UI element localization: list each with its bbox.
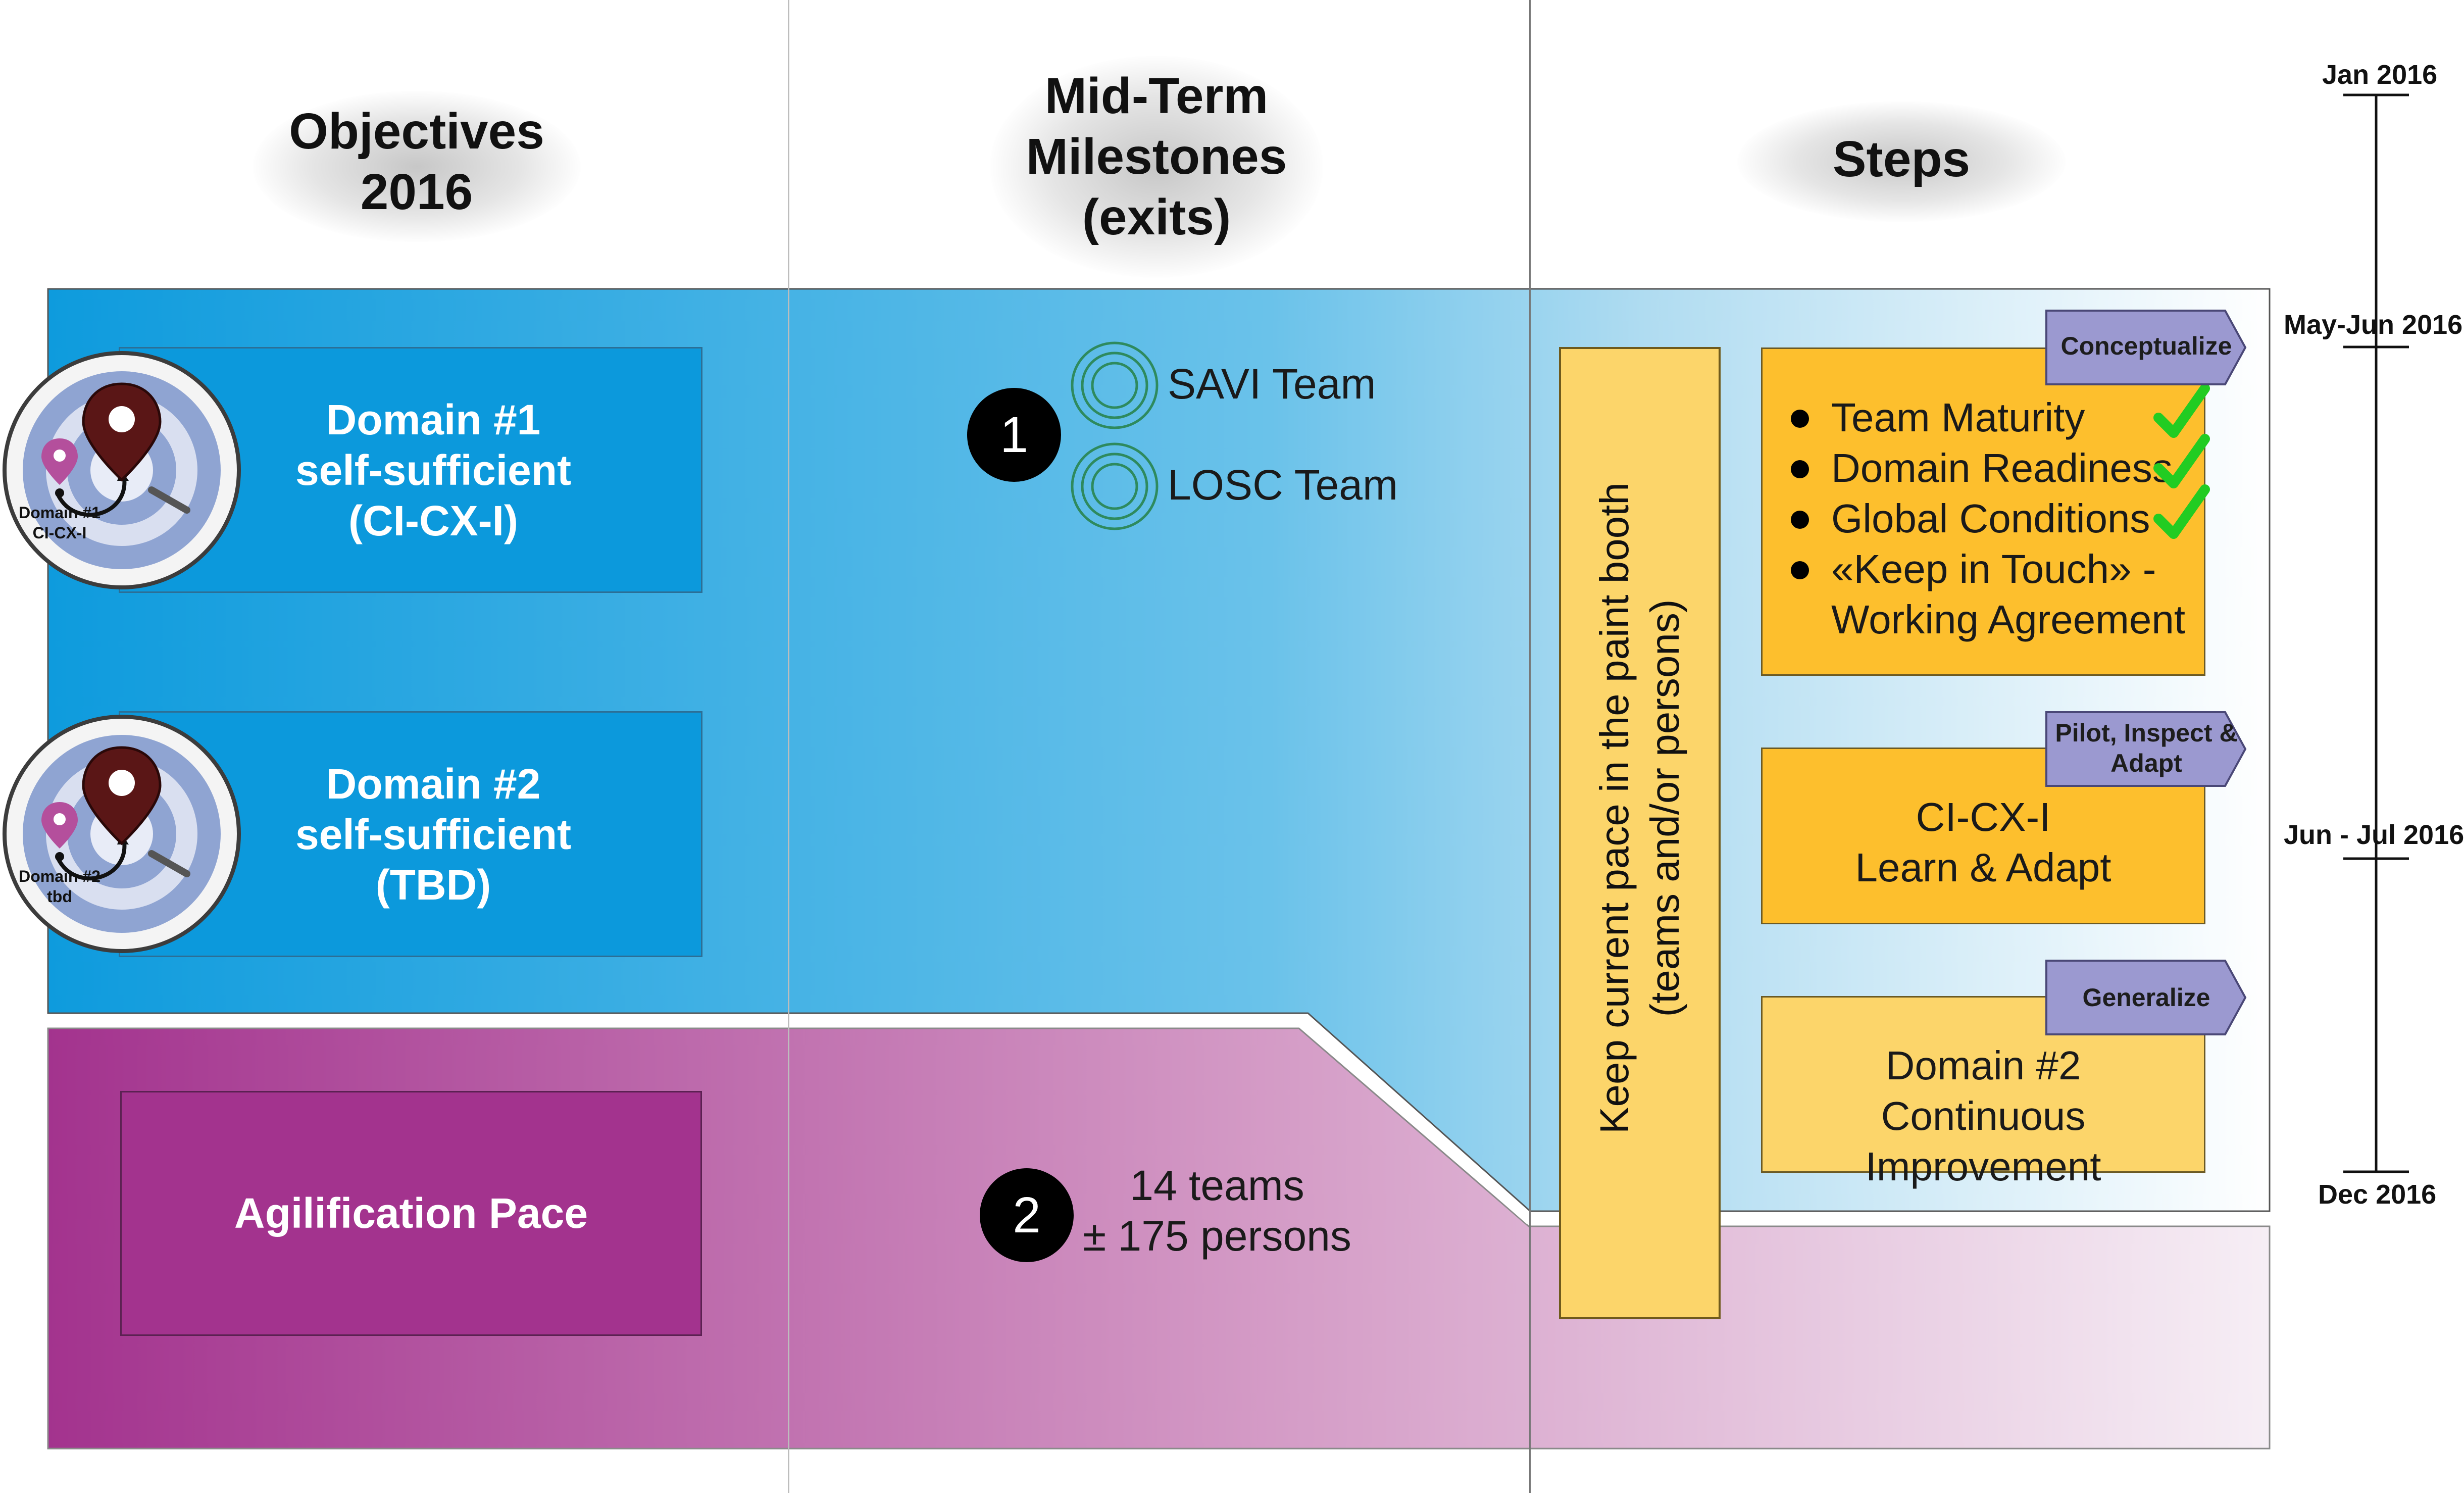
milestone-team-losc: LOSC Team: [1168, 461, 1398, 509]
objective-agilification-pace: Agilification Pace: [120, 1091, 702, 1336]
column-divider-1: [788, 0, 789, 1493]
pilot-tag-label: Pilot, Inspect & Adapt: [2055, 719, 2238, 777]
milestone-2-badge: 2: [980, 1168, 1074, 1262]
check-icon: [2153, 434, 2210, 488]
team-rings-icon: [1071, 341, 1159, 429]
team-rings-icon: [1071, 442, 1159, 530]
timeline-label-jun-jul: Jun - Jul 2016: [2284, 820, 2464, 850]
paint-booth-text: Keep current pace in the paint booth (te…: [1592, 482, 1687, 1134]
objectives-heading: Objectives 2016: [289, 103, 544, 220]
step-generalize: Domain #2 Continuous Improvement: [1761, 996, 2205, 1189]
conceptualize-tag: [2045, 310, 2247, 385]
generalize-tag: [2045, 960, 2247, 1035]
milestone-team-savi: SAVI Team: [1168, 360, 1376, 408]
checklist-item: «Keep in Touch» - Working Agreement: [1781, 544, 2185, 645]
target-label-domain-1: Domain #1 CI-CX-I: [19, 504, 100, 542]
milestone-2-text: 14 teams ± 175 persons: [1083, 1162, 1351, 1260]
timeline-label-dec: Dec 2016: [2318, 1179, 2437, 1210]
generalize-tag-label: Generalize: [2082, 983, 2210, 1012]
checklist-item: Global Conditions: [1781, 484, 2210, 544]
pilot-tag: [2045, 711, 2247, 787]
checklist-item: Domain Readiness: [1781, 434, 2210, 493]
target-label-domain-2: Domain #2 tbd: [19, 867, 100, 906]
milestones-heading: Mid-Term Milestones (exits): [1026, 68, 1287, 245]
paint-booth-bar: [1559, 347, 1721, 1319]
target-icon: [3, 715, 241, 953]
objective-domain-2: Domain #2 self-sufficient (TBD): [119, 711, 702, 957]
check-icon: [2153, 484, 2210, 539]
conceptualize-checklist: Team Maturity Domain Readiness Global Co…: [1781, 383, 2210, 645]
timeline-label-may-jun: May-Jun 2016: [2284, 310, 2463, 340]
checklist-item: Team Maturity: [1781, 383, 2210, 443]
conceptualize-tag-label: Conceptualize: [2060, 332, 2232, 360]
milestone-1-badge: 1: [967, 388, 1061, 482]
steps-heading: Steps: [1832, 131, 1971, 187]
step-conceptualize: Team Maturity Domain Readiness Global Co…: [1761, 347, 2210, 676]
check-icon: [2153, 383, 2210, 438]
timeline-axis: [2343, 93, 2409, 1173]
timeline-label-jan: Jan 2016: [2322, 60, 2438, 90]
target-icon: [3, 351, 241, 589]
column-divider-2: [1529, 0, 1531, 1493]
